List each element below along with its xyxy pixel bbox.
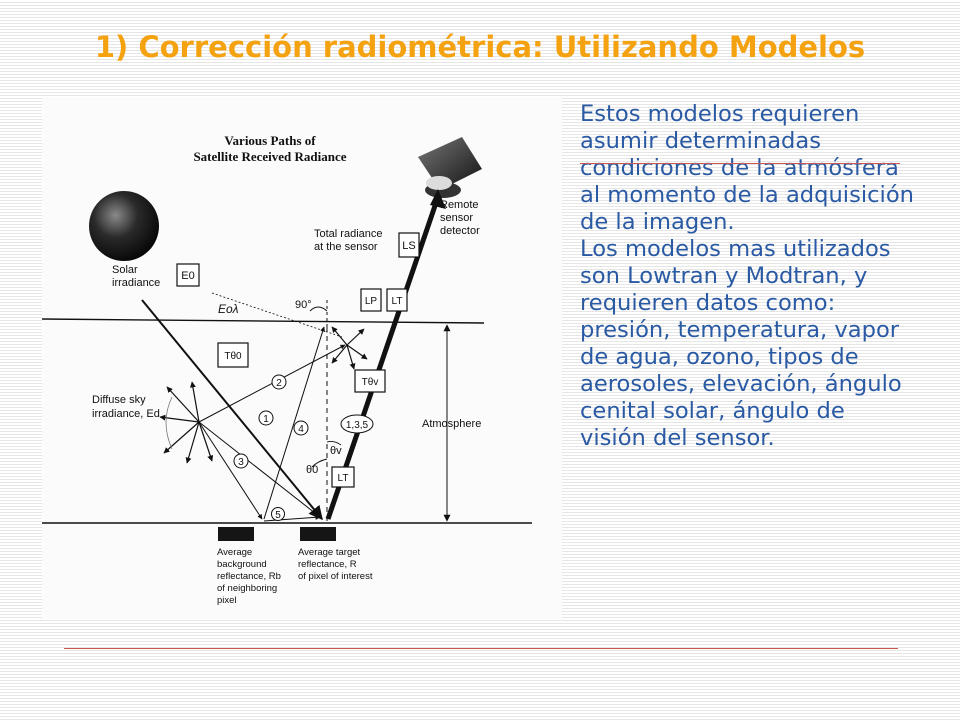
svg-text:LP: LP xyxy=(365,296,378,307)
reflected-beam-thick xyxy=(325,196,441,520)
background-label-line-3: reflectance, Rb xyxy=(217,571,281,582)
diffuse-label-line-1: Diffuse sky xyxy=(92,394,146,406)
target-label-line-1: Average target xyxy=(298,547,361,558)
paths-135-marker: 1,3,5 xyxy=(340,414,374,434)
remote-label-line-1: Remote xyxy=(440,199,479,211)
solar-label-line-1: Solar xyxy=(112,264,138,276)
svg-text:2: 2 xyxy=(276,378,282,389)
path-3-to-background xyxy=(198,421,263,520)
e0-box: E0 xyxy=(176,263,200,287)
path-4-marker: 4 xyxy=(293,420,309,436)
slide-title: 1) Corrección radiométrica: Utilizando M… xyxy=(94,30,866,64)
paragraph-1: Estos modelos requieren asumir determina… xyxy=(580,101,914,235)
path-5-line xyxy=(263,514,321,522)
svg-text:LS: LS xyxy=(402,240,415,252)
path-5-marker: 5 xyxy=(271,507,285,521)
background-label-line-2: background xyxy=(217,559,267,570)
diagram-title-line-2: Satellite Received Radiance xyxy=(193,149,346,164)
theta-v-label: θv xyxy=(330,445,342,457)
radiance-paths-diagram: Various Paths of Satellite Received Radi… xyxy=(42,97,562,619)
lt-box-top: LT xyxy=(386,288,408,312)
remote-label-line-2: sensor xyxy=(440,212,473,224)
background-label-line-5: pixel xyxy=(217,595,237,606)
svg-text:LT: LT xyxy=(392,296,403,307)
diffuse-label-line-2: irradiance, Ed xyxy=(92,408,160,420)
background-label-line-1: Average xyxy=(217,547,252,558)
svg-text:1,3,5: 1,3,5 xyxy=(346,420,369,431)
t-thetav-box: Tθv xyxy=(354,369,386,393)
target-pixel xyxy=(300,527,336,541)
lt-box-bottom: LT xyxy=(331,466,355,488)
solar-label-line-2: irradiance xyxy=(112,277,160,289)
t-theta0-box: Tθ0 xyxy=(217,342,249,368)
svg-text:E0: E0 xyxy=(181,270,194,282)
path-2-marker: 2 xyxy=(271,374,287,390)
svg-text:LT: LT xyxy=(338,473,349,484)
lp-box: LP xyxy=(360,288,382,312)
svg-text:Tθv: Tθv xyxy=(362,377,379,388)
sensor-icon xyxy=(418,137,482,198)
diffuse-scatter-star xyxy=(159,381,214,464)
path-radiance-scatter-star xyxy=(331,326,368,370)
diagram-title-line-1: Various Paths of xyxy=(224,133,316,148)
body-text: Estos modelos requieren asumir determina… xyxy=(580,101,915,452)
handwritten-note: Eoλ xyxy=(218,302,239,316)
atmosphere-top-line xyxy=(42,318,485,324)
svg-text:Tθ0: Tθ0 xyxy=(224,351,242,362)
target-label-line-2: reflectance, R xyxy=(298,559,357,570)
angle-90-label: 90° xyxy=(295,299,312,311)
sun-icon xyxy=(89,191,159,261)
path-1-marker: 1 xyxy=(258,410,274,426)
svg-text:5: 5 xyxy=(275,510,281,521)
background-pixel xyxy=(218,527,254,541)
svg-text:4: 4 xyxy=(298,424,304,435)
path-3-marker: 3 xyxy=(233,453,249,469)
ls-box: LS xyxy=(398,232,420,258)
svg-text:1: 1 xyxy=(263,414,269,425)
remote-label-line-3: detector xyxy=(440,225,480,237)
svg-text:3: 3 xyxy=(238,457,244,468)
total-radiance-line-1: Total radiance xyxy=(314,228,383,240)
atmosphere-label: Atmosphere xyxy=(422,418,481,430)
path-4-line xyxy=(263,326,326,520)
background-label-line-4: of neighboring xyxy=(217,583,277,594)
total-radiance-line-2: at the sensor xyxy=(314,241,378,253)
direct-solar-beam xyxy=(141,299,323,521)
path-3-to-target xyxy=(198,421,321,518)
diagram-svg: Various Paths of Satellite Received Radi… xyxy=(42,133,532,606)
divider-bottom xyxy=(64,648,898,649)
divider-top xyxy=(580,163,900,164)
theta-0-label: θ0 xyxy=(306,464,318,476)
paragraph-2: Los modelos mas utilizados son Lowtran y… xyxy=(580,236,902,451)
target-label-line-3: of pixel of interest xyxy=(298,571,373,582)
